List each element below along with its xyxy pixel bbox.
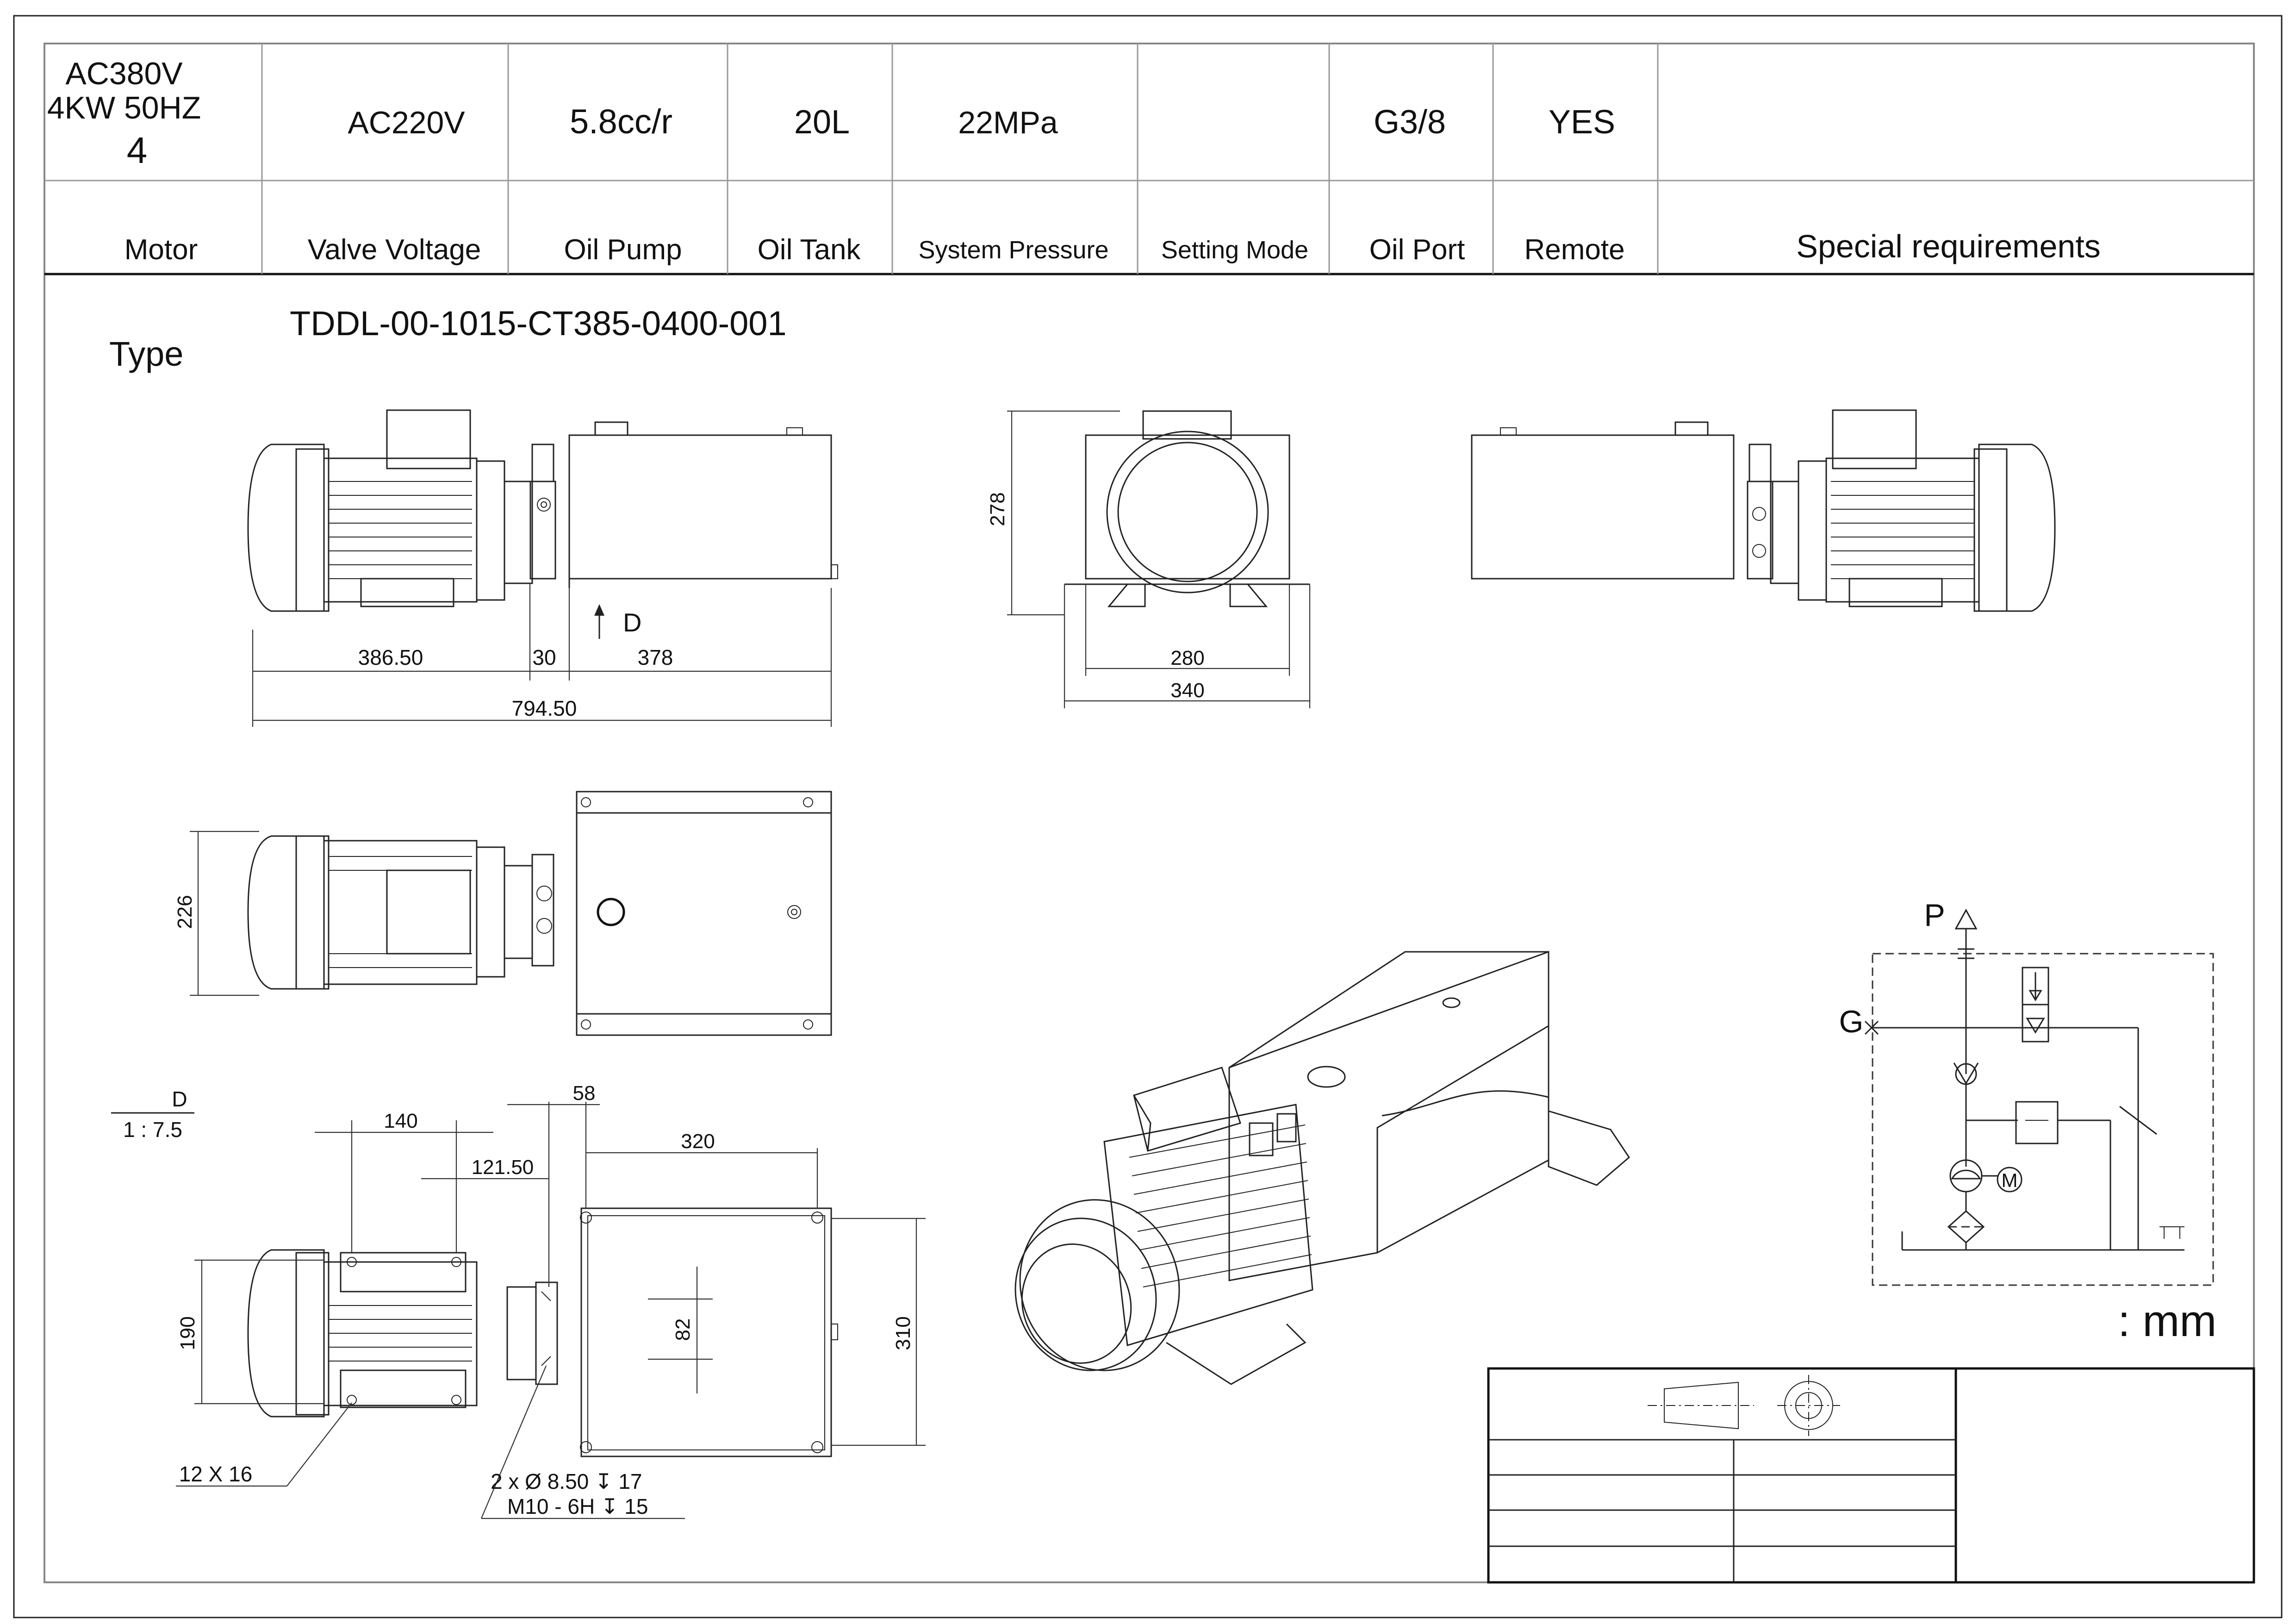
dim-end-base: 280 bbox=[1170, 647, 1204, 669]
dim-tank-depth: 310 bbox=[892, 1316, 915, 1350]
dim-tank: 378 bbox=[638, 645, 673, 669]
oil-pump-value: 5.8cc/r bbox=[570, 102, 672, 141]
dim-tank-width: 320 bbox=[681, 1130, 715, 1153]
special-requirements-label: Special requirements bbox=[1796, 228, 2101, 264]
dim-coupling-58: 58 bbox=[573, 1082, 596, 1105]
dim-coupling: 30 bbox=[532, 645, 556, 669]
scale-ratio: 1 : 7.5 bbox=[123, 1118, 182, 1142]
remote-value: YES bbox=[1549, 104, 1615, 141]
hole-note-1: 2 x Ø 8.50 ↧ 17 bbox=[491, 1469, 642, 1493]
motor-label: Motor bbox=[124, 234, 198, 266]
end-view: 278 280 340 bbox=[986, 410, 1311, 708]
oil-port-value: G3/8 bbox=[1374, 104, 1446, 141]
type-code: TDDL-00-1015-CT385-0400-001 bbox=[290, 304, 787, 343]
hole-note-2: M10 - 6H ↧ 15 bbox=[507, 1494, 648, 1518]
outer-frame bbox=[13, 15, 2283, 1618]
motor-value-line2: 4KW 50HZ bbox=[47, 90, 201, 125]
system-pressure-value: 22MPa bbox=[958, 105, 1058, 140]
motor-symbol: M bbox=[2002, 1169, 2018, 1191]
units-label: : mm bbox=[2118, 1296, 2216, 1346]
remote-label: Remote bbox=[1524, 234, 1624, 266]
spec-table: AC380V 4KW 50HZ 4 AC220V 5.8cc/r 20L 22M… bbox=[44, 44, 2254, 275]
system-pressure-label: System Pressure bbox=[918, 236, 1108, 264]
motor-value-line3: 4 bbox=[127, 130, 148, 171]
bottom-view: D 1 : 7.5 bbox=[111, 1082, 926, 1519]
hydraulic-schematic: P G M bbox=[1839, 898, 2214, 1286]
type-label: Type bbox=[109, 335, 183, 373]
motor-value-line1: AC380V bbox=[65, 56, 183, 91]
dim-end-width: 340 bbox=[1170, 679, 1204, 702]
dim-foot-width: 190 bbox=[176, 1316, 199, 1350]
dim-foot-slot: 12 X 16 bbox=[179, 1462, 253, 1486]
dim-overall: 794.50 bbox=[512, 696, 577, 720]
inner-frame bbox=[44, 43, 2255, 1583]
setting-mode-label: Setting Mode bbox=[1161, 236, 1308, 264]
top-view: 226 bbox=[174, 791, 832, 1036]
gauge-port-label: G bbox=[1839, 1004, 1864, 1039]
rear-view bbox=[1471, 409, 2056, 612]
pressure-port-label: P bbox=[1924, 898, 1945, 933]
isometric-view bbox=[1014, 950, 1630, 1385]
valve-voltage-value: AC220V bbox=[348, 105, 465, 140]
oil-tank-label: Oil Tank bbox=[758, 234, 861, 266]
oil-tank-value: 20L bbox=[794, 104, 850, 141]
dim-foot-offset: 121.50 bbox=[472, 1156, 534, 1179]
scale-view-label: D bbox=[172, 1087, 187, 1111]
title-block bbox=[1487, 1367, 2255, 1584]
front-view: D 386.50 30 378 794.50 bbox=[247, 409, 838, 727]
dim-motor: 386.50 bbox=[358, 645, 423, 669]
dim-end-height: 278 bbox=[986, 492, 1009, 526]
dim-foot-spacing: 140 bbox=[384, 1110, 417, 1132]
dim-hole-spacing: 82 bbox=[672, 1318, 694, 1341]
valve-voltage-label: Valve Voltage bbox=[308, 234, 481, 266]
view-arrow-label: D bbox=[623, 608, 641, 637]
oil-port-label: Oil Port bbox=[1369, 234, 1465, 266]
dim-top-height: 226 bbox=[174, 895, 196, 929]
oil-pump-label: Oil Pump bbox=[564, 234, 682, 266]
